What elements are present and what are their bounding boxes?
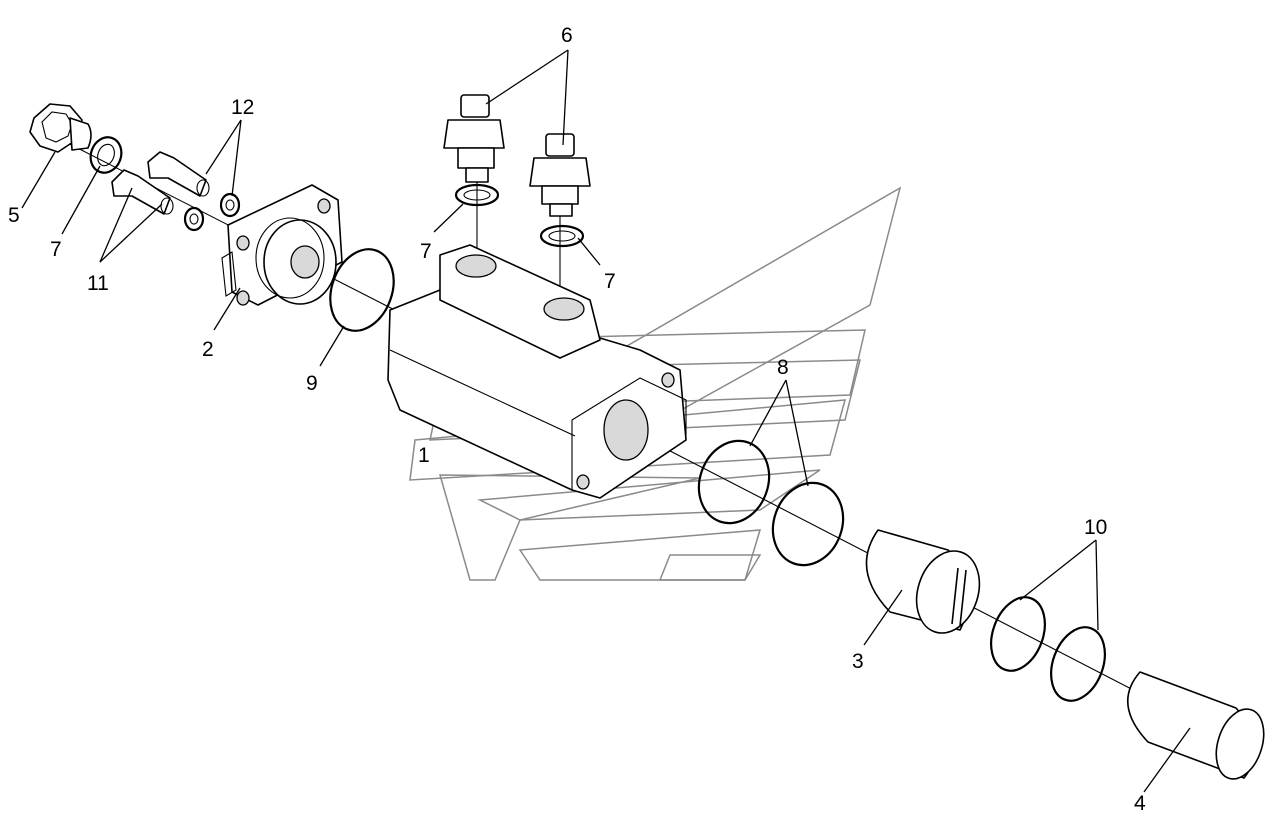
part-7-fitting-washers: [454, 183, 585, 248]
callout-10: 10: [1084, 516, 1107, 539]
callout-6: 6: [561, 24, 573, 47]
callout-8: 8: [777, 356, 789, 379]
callout-7-right: 7: [604, 270, 616, 293]
callout-labels: 1 2 3 4 5 6 7 7 7 8 9 10 11 12: [8, 24, 1146, 815]
callout-7-left: 7: [50, 238, 62, 261]
callout-1: 1: [418, 444, 430, 467]
callout-9: 9: [306, 372, 318, 395]
part-10-rings: [990, 596, 1106, 702]
callout-2: 2: [202, 338, 214, 361]
callout-4: 4: [1134, 792, 1146, 815]
callout-11: 11: [87, 272, 109, 295]
callout-3: 3: [852, 650, 864, 673]
part-8-o-rings: [697, 439, 845, 567]
part-6-fittings: [443, 94, 591, 217]
part-7-washer-left: [89, 136, 123, 174]
part-12-small-washers: [183, 192, 241, 232]
part-2-flange-cover: [221, 184, 343, 306]
part-11-bolts: [111, 151, 210, 215]
callout-5: 5: [8, 204, 20, 227]
part-5-hex-plug: [29, 103, 92, 153]
part-9-o-ring: [329, 248, 395, 332]
part-3-piston: [865, 529, 981, 634]
leader-lines: [21, 49, 1191, 793]
part-1-valve-body: [387, 244, 687, 499]
callout-12: 12: [231, 96, 254, 119]
part-4-end-cap: [1127, 671, 1265, 780]
callout-7-middle: 7: [420, 240, 432, 263]
